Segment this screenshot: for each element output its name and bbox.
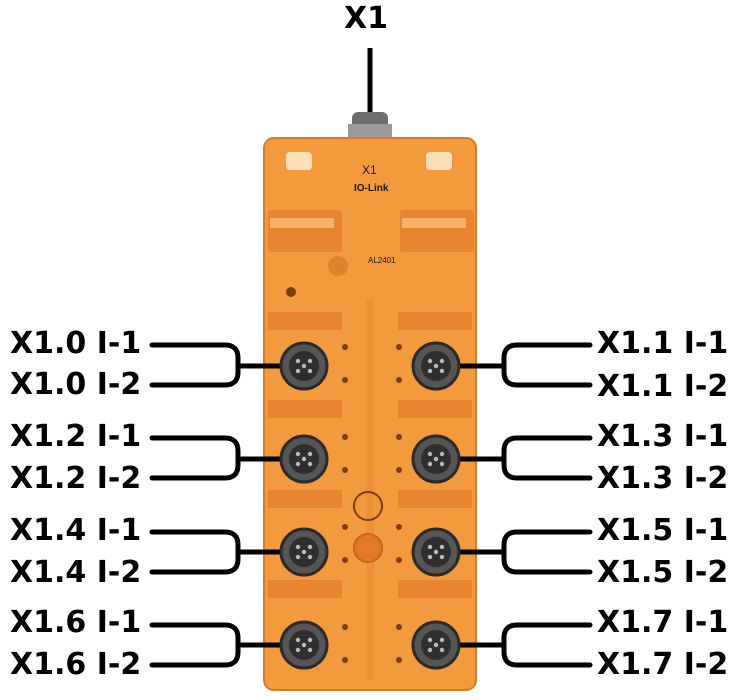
label-x1-7-i1: X1.7 I-1: [597, 605, 729, 640]
m12-connector-x1-2-icon: [279, 434, 329, 484]
center-screw-icon: [353, 533, 383, 563]
bracket-x1-1: [501, 342, 593, 388]
label-x1-5-i2: X1.5 I-2: [597, 555, 729, 590]
label-x1-0-i1: X1.0 I-1: [10, 326, 142, 361]
label-x1-3-i1: X1.3 I-1: [597, 419, 729, 454]
m12-connector-x1-6-icon: [279, 620, 329, 670]
label-x1-4-i2: X1.4 I-2: [10, 555, 142, 590]
m12-connectors: [279, 341, 461, 670]
label-x1-3-i2: X1.3 I-2: [597, 461, 729, 496]
label-x1-4-i1: X1.4 I-1: [10, 513, 142, 548]
label-x1-6-i1: X1.6 I-1: [10, 605, 142, 640]
label-x1-7-i2: X1.7 I-2: [597, 647, 729, 682]
label-x1-1-i1: X1.1 I-1: [597, 326, 729, 361]
label-x1-2-i2: X1.2 I-2: [10, 461, 142, 496]
device-model: AL2401: [368, 256, 396, 265]
bracket-lines: [149, 342, 593, 668]
m12-connector-x1-5-icon: [411, 527, 461, 577]
top-connector-label: X1: [344, 1, 389, 36]
bracket-x1-2: [149, 435, 241, 481]
m12-connector-x1-0-icon: [279, 341, 329, 391]
label-x1-1-i2: X1.1 I-2: [597, 369, 729, 404]
bracket-x1-4: [149, 529, 241, 575]
module-housing: [263, 137, 477, 691]
label-x1-6-i2: X1.6 I-2: [10, 647, 142, 682]
device-brand: IO-Link: [354, 183, 389, 194]
bracket-x1-7: [501, 622, 593, 668]
m12-connector-x1-3-icon: [411, 434, 461, 484]
label-x1-0-i2: X1.0 I-2: [10, 367, 142, 402]
m12-connector-x1-4-icon: [279, 527, 329, 577]
bracket-x1-5: [501, 529, 593, 575]
bracket-x1-3: [501, 435, 593, 481]
bracket-x1-6: [149, 622, 241, 668]
ul-mark-icon: [353, 491, 383, 521]
m12-connector-x1-7-icon: [411, 620, 461, 670]
label-x1-5-i1: X1.5 I-1: [597, 513, 729, 548]
device-port-label: X1: [362, 163, 377, 177]
m12-connector-x1-1-icon: [411, 341, 461, 391]
label-x1-2-i1: X1.2 I-1: [10, 419, 142, 454]
bracket-x1-0: [149, 342, 241, 388]
